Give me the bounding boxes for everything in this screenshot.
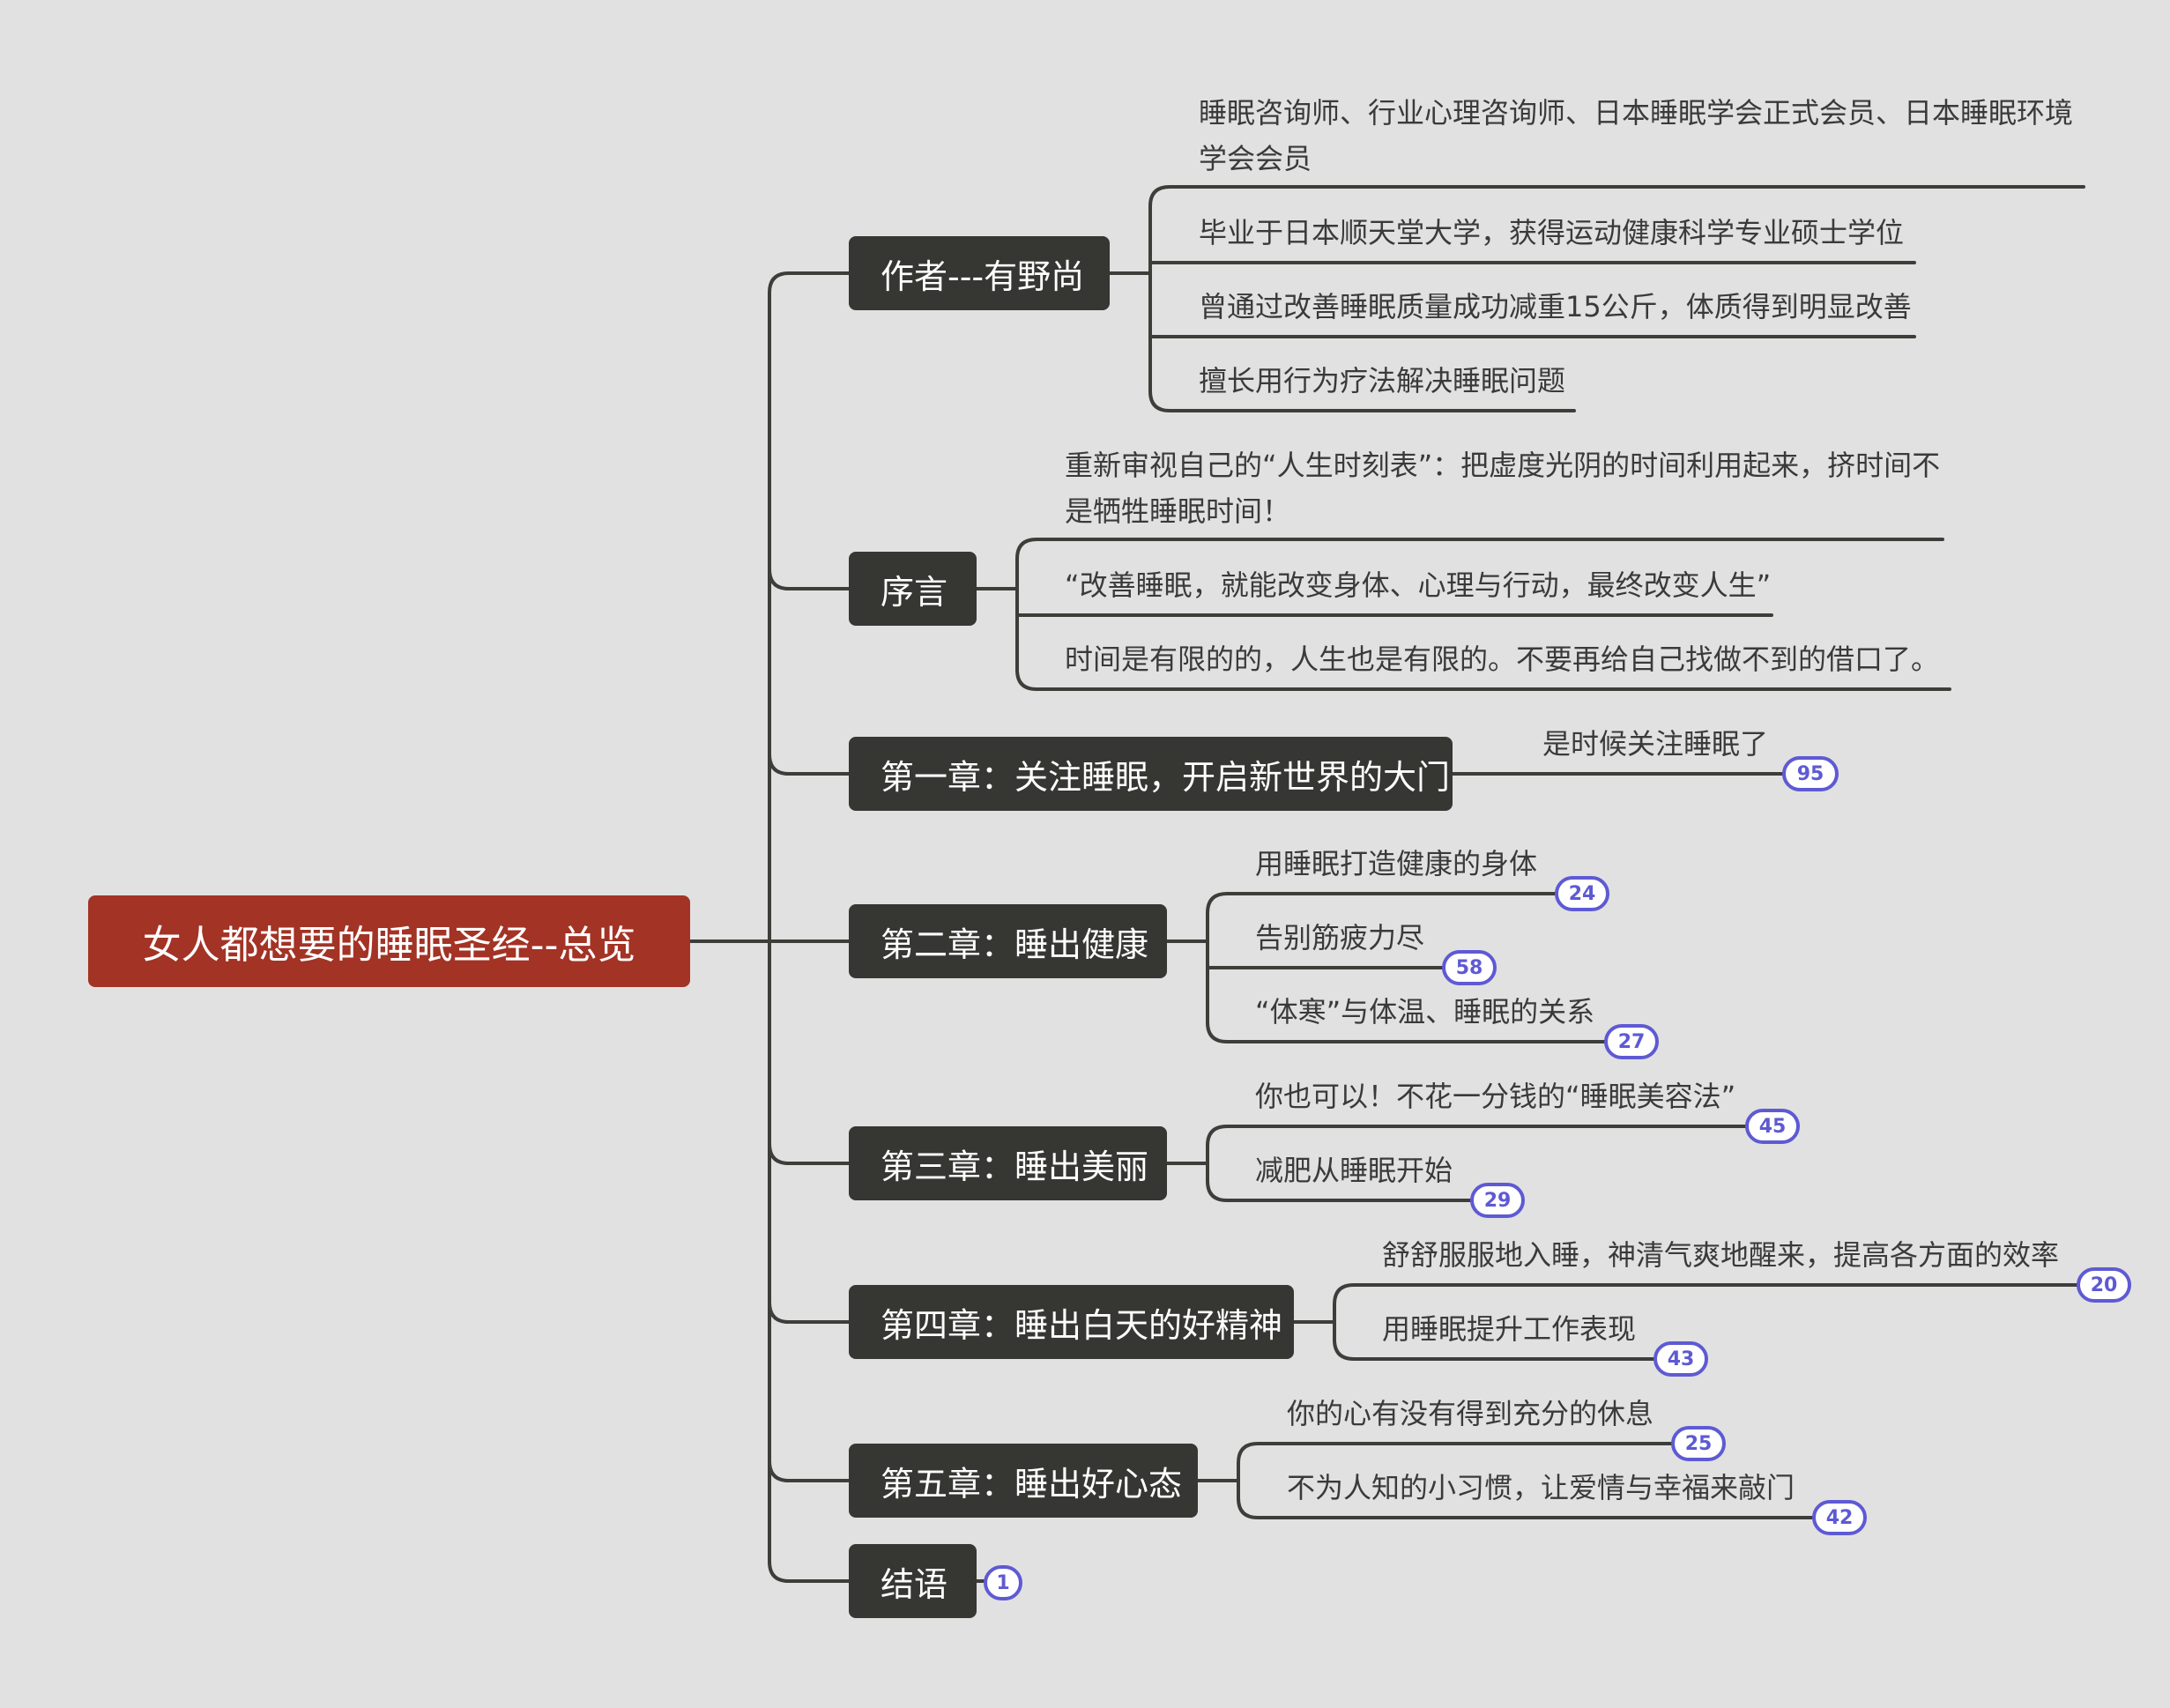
branch-connector — [768, 568, 851, 590]
leaf-preface-quote[interactable]: “改善睡眠，就能改变身体、心理与行动，最终改变人生” — [1065, 562, 1946, 608]
branch-chapter-3[interactable]: 第三章：睡出美丽 — [849, 1126, 1167, 1200]
count-value: 95 — [1796, 762, 1824, 785]
count-badge[interactable]: 25 — [1671, 1426, 1726, 1461]
leaf-chapter-4-work-performance[interactable]: 用睡眠提升工作表现 — [1382, 1306, 1682, 1352]
leaf-chapter-2-exhaustion[interactable]: 告别筋疲力尽 — [1255, 915, 1484, 961]
root-topic-label: 女人都想要的睡眠圣经--总览 — [142, 923, 636, 968]
branch-connector — [768, 1459, 851, 1482]
count-value: 43 — [1667, 1348, 1695, 1370]
child-underline — [1237, 1496, 1814, 1519]
branch-connector — [768, 1142, 851, 1165]
branch-label: 结语 — [881, 1564, 948, 1604]
count-badge[interactable]: 29 — [1470, 1183, 1525, 1218]
leaf-text: 减肥从睡眠开始 — [1255, 1154, 1453, 1187]
branch-label: 第二章：睡出健康 — [881, 925, 1149, 964]
leaf-text: 毕业于日本顺天堂大学，获得运动健康科学专业硕士学位 — [1199, 216, 1905, 249]
child-underline — [1206, 892, 1557, 915]
leaf-chapter-1-focus-sleep[interactable]: 是时候关注睡眠了 — [1542, 721, 1824, 767]
branch-label: 第三章：睡出美丽 — [881, 1147, 1149, 1186]
count-badge[interactable]: 24 — [1555, 876, 1609, 911]
branch-label: 第五章：睡出好心态 — [881, 1464, 1183, 1504]
leaf-chapter-4-efficiency[interactable]: 舒舒服服地入睡，神清气爽地醒来，提高各方面的效率 — [1382, 1232, 2087, 1278]
count-badge[interactable]: 1 — [984, 1565, 1022, 1600]
count-value: 24 — [1568, 882, 1596, 905]
leaf-author-titles[interactable]: 睡眠咨询师、行业心理咨询师、日本睡眠学会正式会员、日本睡眠环境学会会员 — [1199, 90, 2089, 182]
leaf-text: 舒舒服服地入睡，神清气爽地醒来，提高各方面的效率 — [1382, 1238, 2060, 1272]
child-underline — [1333, 1283, 2078, 1306]
leaf-preface-limited-time[interactable]: 时间是有限的的，人生也是有限的。不要再给自己找做不到的借口了。 — [1065, 636, 1946, 682]
branch-chapter-4[interactable]: 第四章：睡出白天的好精神 — [849, 1285, 1294, 1359]
count-badge[interactable]: 45 — [1745, 1109, 1800, 1144]
count-badge[interactable]: 20 — [2077, 1267, 2131, 1303]
leaf-chapter-3-beauty-method[interactable]: 你也可以！不花一分钱的“睡眠美容法” — [1255, 1073, 1784, 1119]
count-badge[interactable]: 43 — [1654, 1341, 1708, 1377]
count-value: 42 — [1825, 1506, 1854, 1529]
branch-connector — [768, 271, 851, 294]
branch-chapter-2[interactable]: 第二章：睡出健康 — [849, 904, 1167, 978]
count-value: 45 — [1758, 1115, 1787, 1138]
leaf-text: 曾通过改善睡眠质量成功减重15公斤，体质得到明显改善 — [1199, 290, 1912, 323]
branch-connector — [768, 1560, 851, 1583]
count-badge[interactable]: 95 — [1782, 756, 1839, 791]
count-badge[interactable]: 27 — [1604, 1024, 1659, 1059]
child-underline — [1333, 1338, 1655, 1361]
branch-chapter-1[interactable]: 第一章：关注睡眠，开启新世界的大门 — [849, 737, 1453, 811]
count-value: 29 — [1483, 1189, 1512, 1212]
leaf-text: 用睡眠提升工作表现 — [1382, 1312, 1637, 1346]
leaf-preface-timetable[interactable]: 重新审视自己的“人生时刻表”：把虚度光阴的时间利用起来，挤时间不是牺牲睡眠时间！ — [1065, 442, 1955, 534]
branch-connector — [768, 1301, 851, 1324]
leaf-text: 不为人知的小习惯，让爱情与幸福来敲门 — [1287, 1471, 1795, 1504]
leaf-text: 是时候关注睡眠了 — [1542, 727, 1769, 761]
child-underline — [1237, 1442, 1673, 1465]
child-underline — [1206, 1021, 1606, 1043]
leaf-chapter-2-body-cold[interactable]: “体寒”与体温、睡眠的关系 — [1255, 989, 1625, 1035]
leaf-text: 重新审视自己的“人生时刻表”：把虚度光阴的时间利用起来，挤时间不是牺牲睡眠时间！ — [1065, 449, 1941, 528]
child-underline — [1148, 185, 2085, 208]
branch-label: 作者---有野尚 — [881, 256, 1085, 296]
child-underline — [1015, 668, 1951, 691]
root-topic[interactable]: 女人都想要的睡眠圣经--总览 — [88, 895, 690, 987]
child-underline — [1148, 390, 1576, 412]
count-badge[interactable]: 42 — [1812, 1500, 1867, 1535]
leaf-author-education[interactable]: 毕业于日本顺天堂大学，获得运动健康科学专业硕士学位 — [1199, 210, 1974, 256]
count-value: 20 — [2090, 1274, 2118, 1296]
leaf-text: 睡眠咨询师、行业心理咨询师、日本睡眠学会正式会员、日本睡眠环境学会会员 — [1199, 96, 2074, 175]
branch-connector — [768, 753, 851, 776]
branch-author[interactable]: 作者---有野尚 — [849, 236, 1110, 310]
count-value: 1 — [996, 1571, 1010, 1594]
branch-label: 第四章：睡出白天的好精神 — [881, 1305, 1283, 1345]
leaf-chapter-5-mind-rest[interactable]: 你的心有没有得到充分的休息 — [1287, 1391, 1675, 1437]
leaf-chapter-3-weight-loss[interactable]: 减肥从睡眠开始 — [1255, 1147, 1520, 1193]
branch-label: 第一章：关注睡眠，开启新世界的大门 — [881, 757, 1451, 797]
count-value: 27 — [1617, 1030, 1646, 1053]
leaf-author-weight-loss[interactable]: 曾通过改善睡眠质量成功减重15公斤，体质得到明显改善 — [1199, 284, 1974, 330]
branch-label: 序言 — [881, 572, 948, 612]
child-underline — [1206, 1179, 1472, 1202]
leaf-text: 擅长用行为疗法解决睡眠问题 — [1199, 364, 1566, 397]
leaf-text: 你的心有没有得到充分的休息 — [1287, 1397, 1654, 1430]
leaf-text: 用睡眠打造健康的身体 — [1255, 847, 1538, 880]
branch-chapter-5[interactable]: 第五章：睡出好心态 — [849, 1444, 1198, 1518]
count-badge[interactable]: 58 — [1442, 950, 1497, 985]
leaf-chapter-2-healthy-body[interactable]: 用睡眠打造健康的身体 — [1255, 841, 1590, 887]
leaf-text: 告别筋疲力尽 — [1255, 921, 1425, 954]
leaf-text: “体寒”与体温、睡眠的关系 — [1255, 995, 1595, 1029]
branch-preface[interactable]: 序言 — [849, 552, 977, 626]
branch-conclusion[interactable]: 结语 — [849, 1544, 977, 1618]
leaf-text: “改善睡眠，就能改变身体、心理与行动，最终改变人生” — [1065, 568, 1772, 602]
child-underline — [1206, 1125, 1747, 1147]
leaf-text: 你也可以！不花一分钱的“睡眠美容法” — [1255, 1080, 1736, 1113]
leaf-chapter-5-small-habits[interactable]: 不为人知的小习惯，让爱情与幸福来敲门 — [1287, 1465, 1833, 1511]
leaf-author-specialty[interactable]: 擅长用行为疗法解决睡眠问题 — [1199, 358, 1763, 404]
count-value: 25 — [1684, 1432, 1713, 1455]
child-underline — [1015, 538, 1944, 561]
leaf-text: 时间是有限的的，人生也是有限的。不要再给自己找做不到的借口了。 — [1065, 642, 1940, 676]
count-value: 58 — [1455, 956, 1483, 979]
